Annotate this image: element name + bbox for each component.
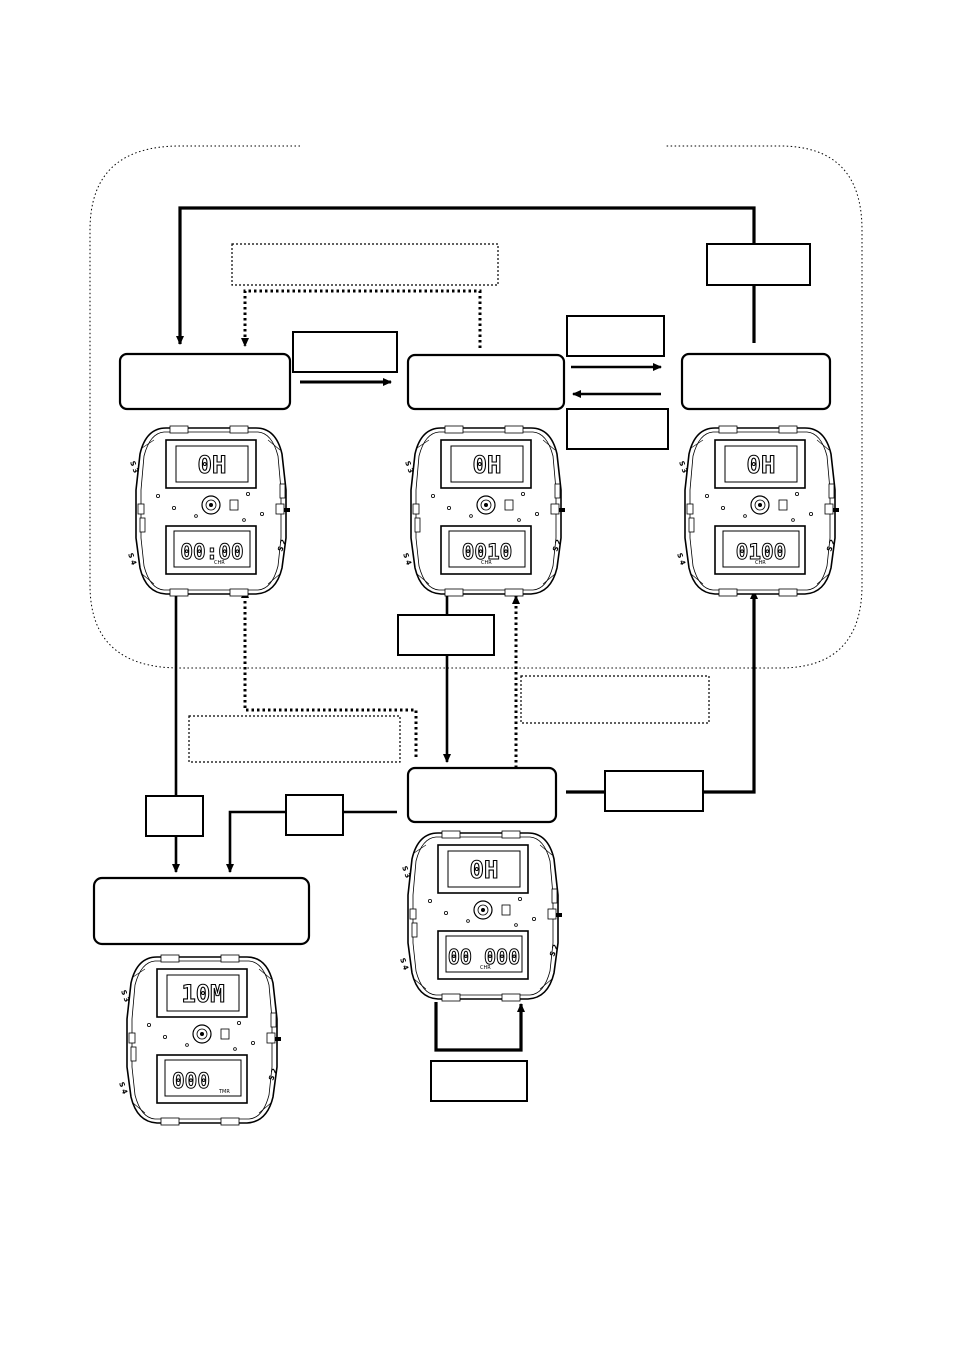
button-label-box	[285, 794, 344, 836]
svg-text:S 4: S 4	[126, 552, 138, 566]
state-boxes	[92, 352, 832, 946]
svg-text:0H: 0H	[747, 451, 776, 479]
svg-text:S 2: S 2	[551, 538, 563, 552]
svg-text:00 000: 00 000	[448, 945, 520, 969]
svg-text:S 2: S 2	[825, 538, 837, 552]
svg-text:S 4: S 4	[401, 552, 413, 566]
state-box	[406, 766, 558, 824]
button-label-box	[397, 614, 495, 656]
svg-text:S 2: S 2	[276, 538, 288, 552]
state-box	[92, 876, 311, 946]
svg-text:000: 000	[172, 1069, 210, 1093]
svg-text:CHR: CHR	[214, 560, 225, 566]
state-box	[118, 352, 292, 411]
svg-text:00:00: 00:00	[180, 540, 243, 564]
svg-text:0100: 0100	[736, 540, 787, 564]
mode-region-border	[89, 145, 863, 669]
svg-text:CHR: CHR	[480, 965, 491, 971]
svg-text:S 4: S 4	[117, 1081, 129, 1095]
svg-text:10M: 10M	[181, 980, 224, 1008]
watch-illustration: S 3 S 4 S 2 0H 0100 CHR	[675, 425, 840, 597]
svg-text:S 3: S 3	[128, 460, 140, 474]
button-label-box	[145, 795, 204, 837]
svg-text:0H: 0H	[198, 451, 227, 479]
note-box	[231, 243, 499, 286]
button-label-boxes	[145, 243, 811, 1102]
svg-text:S 2: S 2	[267, 1067, 279, 1081]
svg-text:S 4: S 4	[398, 957, 410, 971]
watch-illustration: S 3 S 4 S 2 0H 0010 CHR	[401, 425, 566, 597]
note-box	[188, 715, 401, 763]
svg-text:0H: 0H	[470, 856, 499, 884]
svg-text:0H: 0H	[473, 451, 502, 479]
svg-text:0010: 0010	[462, 540, 513, 564]
button-label-box	[566, 408, 669, 450]
svg-text:S 3: S 3	[403, 460, 415, 474]
svg-text:TMR: TMR	[218, 1089, 230, 1095]
svg-text:CHR: CHR	[481, 560, 492, 566]
button-label-box	[706, 243, 811, 286]
watch-illustration: S 3 S 4 S 2 0H 00 000 CHR	[398, 830, 563, 1002]
button-label-box	[566, 315, 665, 357]
button-label-box	[604, 770, 704, 812]
note-boxes	[188, 243, 710, 763]
button-label-box	[430, 1060, 528, 1102]
svg-text:S 2: S 2	[548, 943, 560, 957]
svg-text:CHR: CHR	[755, 560, 766, 566]
svg-text:S 3: S 3	[119, 989, 131, 1003]
watch-illustration: S 3 S 4 S 2 10M 000 TMR	[117, 954, 282, 1126]
svg-text:S 3: S 3	[400, 865, 412, 879]
state-box	[406, 353, 566, 411]
svg-text:S 3: S 3	[677, 460, 689, 474]
button-label-box	[292, 331, 398, 373]
dotted-connectors	[241, 289, 520, 768]
note-box	[520, 675, 710, 724]
svg-text:S 4: S 4	[675, 552, 687, 566]
state-box	[680, 352, 832, 411]
watch-illustration: S 3 S 4 S 2 0H 00:00 CHR	[126, 425, 291, 597]
